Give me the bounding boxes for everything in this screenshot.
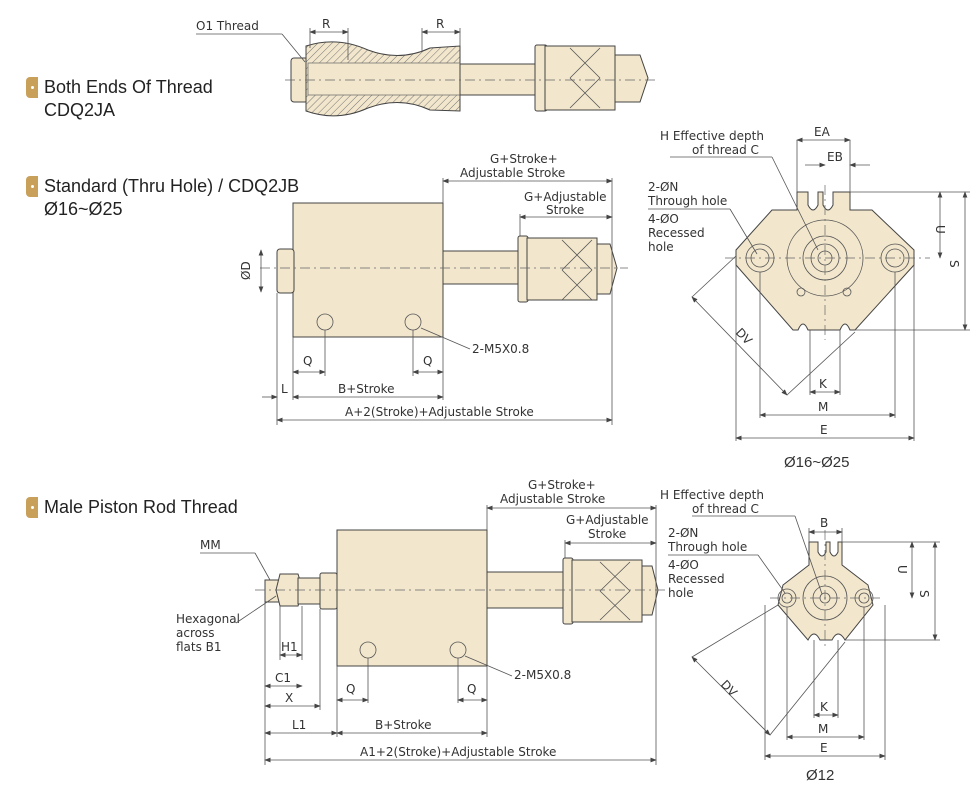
bullet-icon xyxy=(26,77,38,98)
g-stroke-label: G+Stroke+ xyxy=(528,478,596,492)
o-hole-label-3: hole xyxy=(668,586,694,600)
m-label: M xyxy=(818,722,828,736)
g-adj-label: G+Adjustable xyxy=(524,190,607,204)
n-hole-label-2: Through hole xyxy=(667,540,747,554)
g-stroke-label-2: Adjustable Stroke xyxy=(460,166,565,180)
o-hole-label: 4-ØO xyxy=(668,558,699,572)
eb-label: EB xyxy=(827,150,843,164)
g-adj-label-2: Stroke xyxy=(588,527,626,541)
g-stroke-label: G+Stroke+ xyxy=(490,152,558,166)
e-label: E xyxy=(820,741,828,755)
section-heading-standard: Standard (Thru Hole) / CDQ2JB Ø16~Ø25 xyxy=(26,175,299,221)
m5-label: 2-M5X0.8 xyxy=(514,668,571,682)
o-hole-label-3: hole xyxy=(648,240,674,254)
k-label: K xyxy=(820,700,829,714)
caption-12: Ø12 xyxy=(806,767,834,784)
m-label: M xyxy=(818,400,828,414)
drawing-end-view-12: H Effective depth of thread C 2-ØN Throu… xyxy=(660,488,940,784)
l-label: L xyxy=(281,382,288,396)
q-label: Q xyxy=(423,354,432,368)
o-hole-label-2: Recessed xyxy=(668,572,725,586)
k-label: K xyxy=(819,377,828,391)
drawing-cdq2jb-side: 2-M5X0.8 ØD G+Stroke+ Adjustable Stroke … xyxy=(239,152,628,425)
drawing-cdq2ja: O1 Thread R R xyxy=(196,17,655,117)
d-label: ØD xyxy=(239,261,253,280)
r-label: R xyxy=(436,17,444,31)
o-hole-label: 4-ØO xyxy=(648,212,679,226)
drawing-male-rod-side: 2-M5X0.8 MM Hexagonal across flats B1 H1… xyxy=(176,478,668,765)
hex-label: Hexagonal xyxy=(176,612,240,626)
mm-label: MM xyxy=(200,538,221,552)
g-adj-label-2: Stroke xyxy=(546,203,584,217)
dv-label: DV xyxy=(718,677,741,700)
g-stroke-label-2: Adjustable Stroke xyxy=(500,492,605,506)
n-hole-label: 2-ØN xyxy=(648,180,678,194)
h-depth-label-2: of thread C xyxy=(692,143,759,157)
hex-label-2: across xyxy=(176,626,214,640)
o1-thread-label: O1 Thread xyxy=(196,19,259,33)
u-label: U xyxy=(933,225,947,234)
ea-label: EA xyxy=(814,125,831,139)
b-label: B xyxy=(820,516,828,530)
o-hole-label-2: Recessed xyxy=(648,226,705,240)
m5-label: 2-M5X0.8 xyxy=(472,342,529,356)
l1-label: L1 xyxy=(292,718,306,732)
x-label: X xyxy=(285,691,293,705)
h-depth-label-2: of thread C xyxy=(692,502,759,516)
q-label: Q xyxy=(467,682,476,696)
section-heading-male-rod: Male Piston Rod Thread xyxy=(26,496,238,519)
range-caption: Ø16~Ø25 xyxy=(784,454,849,471)
n-hole-label: 2-ØN xyxy=(668,526,698,540)
s-label: S xyxy=(917,590,931,598)
drawing-end-view-16-25: H Effective depth of thread C 2-ØN Throu… xyxy=(647,125,970,471)
u-label: U xyxy=(895,565,909,574)
c1-label: C1 xyxy=(275,671,291,685)
h-depth-label: H Effective depth xyxy=(660,129,764,143)
s-label: S xyxy=(947,260,961,268)
h-depth-label: H Effective depth xyxy=(660,488,764,502)
a1-total-label: A1+2(Stroke)+Adjustable Stroke xyxy=(360,745,556,759)
bullet-icon xyxy=(26,176,38,197)
section-heading-both-ends: Both Ends Of Thread CDQ2JA xyxy=(26,76,213,122)
r-label: R xyxy=(322,17,330,31)
bullet-icon xyxy=(26,497,38,518)
a-total-label: A+2(Stroke)+Adjustable Stroke xyxy=(345,405,534,419)
q-label: Q xyxy=(346,682,355,696)
n-hole-label-2: Through hole xyxy=(647,194,727,208)
h1-label: H1 xyxy=(281,640,298,654)
q-label: Q xyxy=(303,354,312,368)
g-adj-label: G+Adjustable xyxy=(566,513,649,527)
e-label: E xyxy=(820,423,828,437)
hex-label-3: flats B1 xyxy=(176,640,222,654)
b-stroke-label: B+Stroke xyxy=(338,382,395,396)
b-stroke-label: B+Stroke xyxy=(375,718,432,732)
